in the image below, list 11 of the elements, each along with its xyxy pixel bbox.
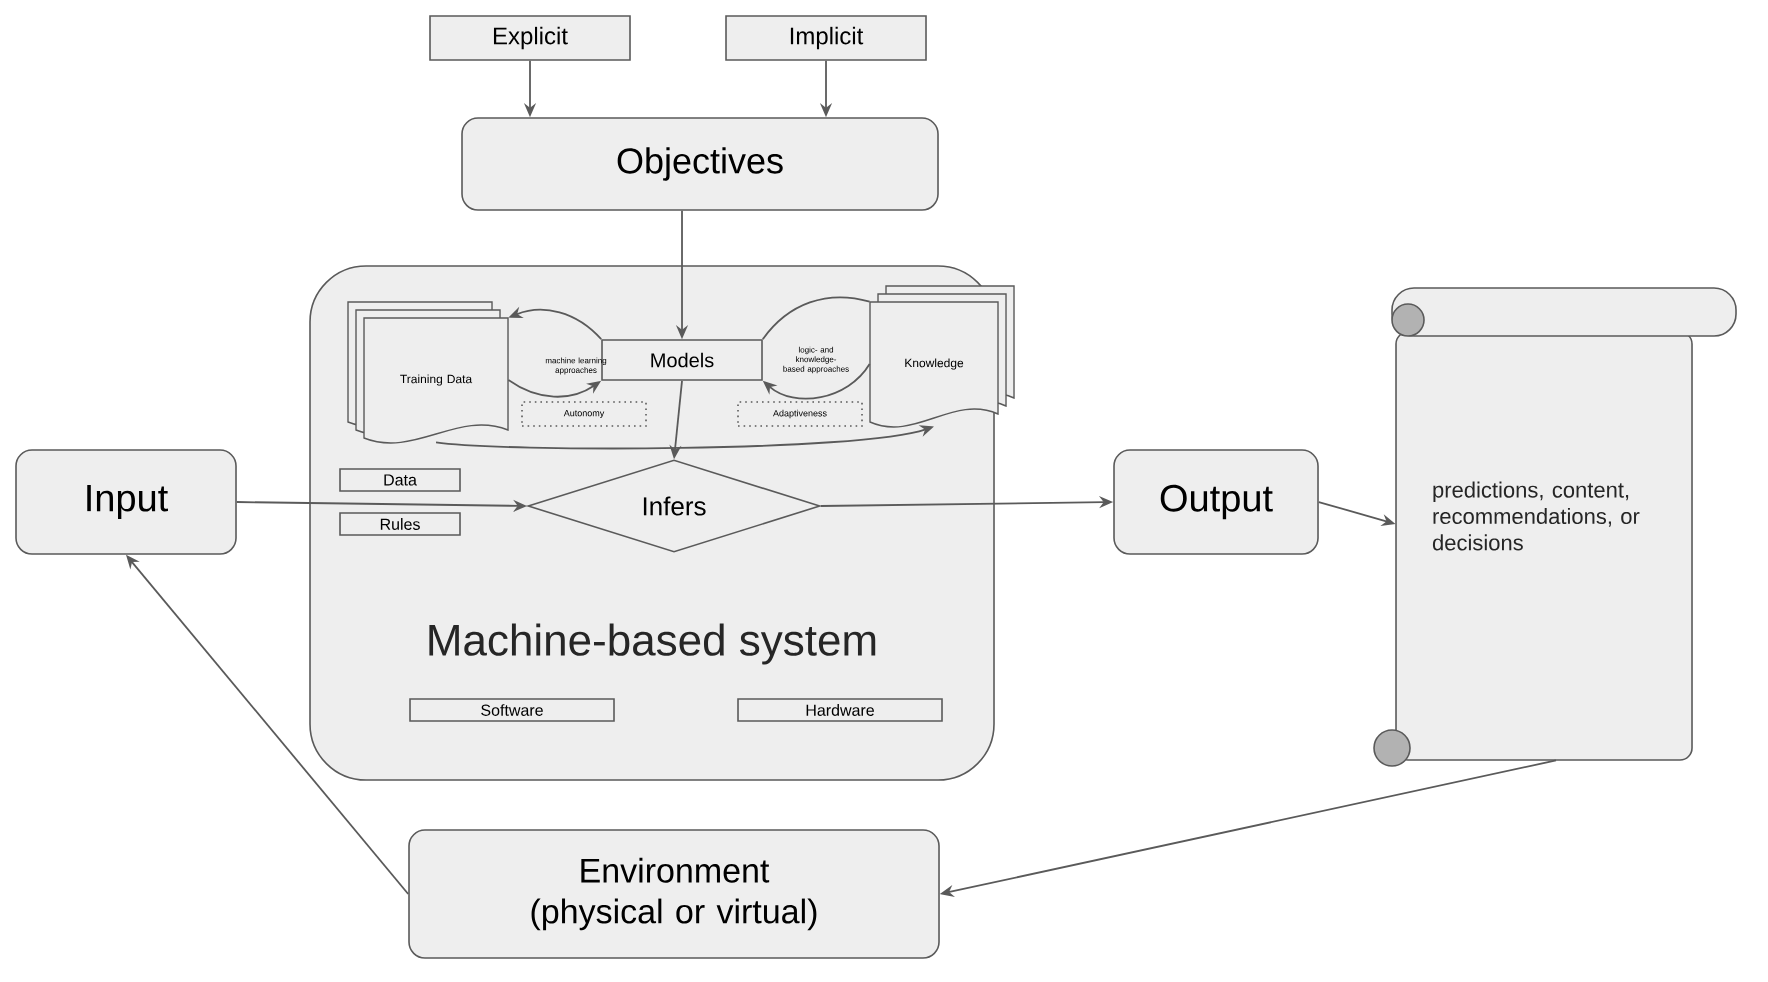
label-box: Data <box>339 468 461 492</box>
label-box: Implicit <box>725 15 927 61</box>
rounded-box: Environment (physical or virtual) <box>408 829 940 959</box>
label-box: Software <box>409 698 615 722</box>
rounded-box: Input <box>15 449 237 555</box>
rounded-box: Objectives <box>461 117 939 211</box>
label-box: Hardware <box>737 698 943 722</box>
label-box: Rules <box>339 512 461 536</box>
label-box: Explicit <box>429 15 631 61</box>
rounded-box: Output <box>1113 449 1319 555</box>
scroll-drawing: predictions, content, recommendations, or decisions <box>1373 287 1737 767</box>
